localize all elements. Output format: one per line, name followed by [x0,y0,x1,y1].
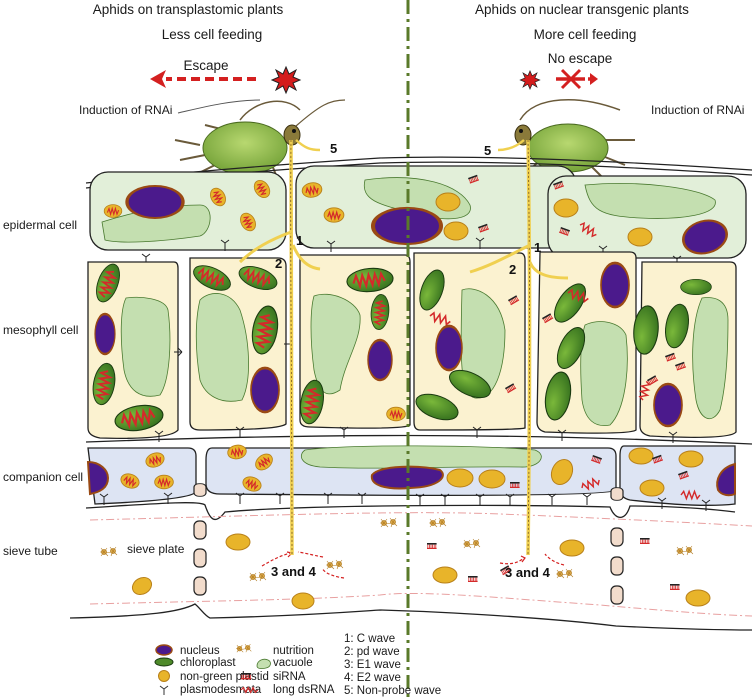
alarm-burst-icon-right [519,70,541,90]
legend-label-non-green-plastid: non-green plastid [180,671,269,683]
legend-wave-4: 4: E2 wave [344,672,401,684]
rnai-induction-label-right: Induction of RNAi [651,103,744,117]
legend-label-plasmodesmata: plasmodesmata [180,684,262,696]
plasmodesmata-icon [159,685,169,695]
legend-wave-1: 1: C wave [344,633,395,645]
wave-5-marker-right: 5 [484,143,491,158]
legend-label-nutrition: nutrition [273,645,314,657]
legend: nucleus chloroplast non-green plastid pl… [154,633,441,697]
legend-label-vacuole: vacuole [273,657,313,669]
chloroplast-icon [154,657,174,667]
wave-2-marker-left: 2 [275,256,282,271]
legend-label-sirna: siRNA [273,671,306,683]
legend-label-long-dsrna: long dsRNA [273,684,335,696]
wave-5-marker-left: 5 [330,141,337,156]
legend-waves: 1: C wave 2: pd wave 3: E1 wave 4: E2 wa… [344,633,441,697]
sieve-tube-layer [69,483,752,631]
legend-wave-5: 5: Non-probe wave [344,685,441,697]
stylet-right [469,139,569,556]
right-panel-title: Aphids on nuclear transgenic plants [475,2,689,17]
wave-34-marker-right: 3 and 4 [505,565,551,580]
mesophyll-cell-label: mesophyll cell [3,323,78,337]
wave-1-marker-left: 1 [296,233,303,248]
wave-34-marker-left: 3 and 4 [271,564,317,579]
mesophyll-cell-layer [87,251,737,444]
left-panel-subtitle: Less cell feeding [162,27,263,42]
no-escape-label: No escape [548,51,613,66]
nutrition-icon [235,643,252,653]
nucleus-icon [155,644,173,656]
legend-symbols-col2: nutrition vacuole siRNA long dsRNA [235,643,335,696]
legend-wave-2: 2: pd wave [344,646,400,658]
rnai-induction-label-left: Induction of RNAi [79,103,172,117]
aphid-left-icon [174,99,346,191]
companion-cell-label: companion cell [3,470,83,484]
stylet-left [238,139,321,556]
non-green-plastid-icon [158,670,170,682]
legend-wave-3: 3: E1 wave [344,659,401,671]
sieve-tube-label: sieve tube [3,544,58,558]
wave-1-marker-right: 1 [534,240,541,255]
left-panel-title: Aphids on transplastomic plants [93,2,284,17]
legend-label-chloroplast: chloroplast [180,657,236,669]
right-panel-subtitle: More cell feeding [534,27,637,42]
epidermal-cell-layer [89,165,747,268]
blocked-escape-arrow-icon [556,68,598,90]
epidermal-cell-label: epidermal cell [3,218,77,232]
companion-cell-layer [85,434,752,521]
legend-label-nucleus: nucleus [180,645,220,657]
alarm-burst-icon [270,65,302,95]
legend-symbols-col1: nucleus chloroplast non-green plastid pl… [154,644,269,696]
sieve-plate-label: sieve plate [127,542,185,556]
vacuole-icon [256,658,271,669]
escape-arrow-icon [150,70,256,88]
wave-2-marker-right: 2 [509,262,516,277]
escape-label: Escape [183,58,228,73]
